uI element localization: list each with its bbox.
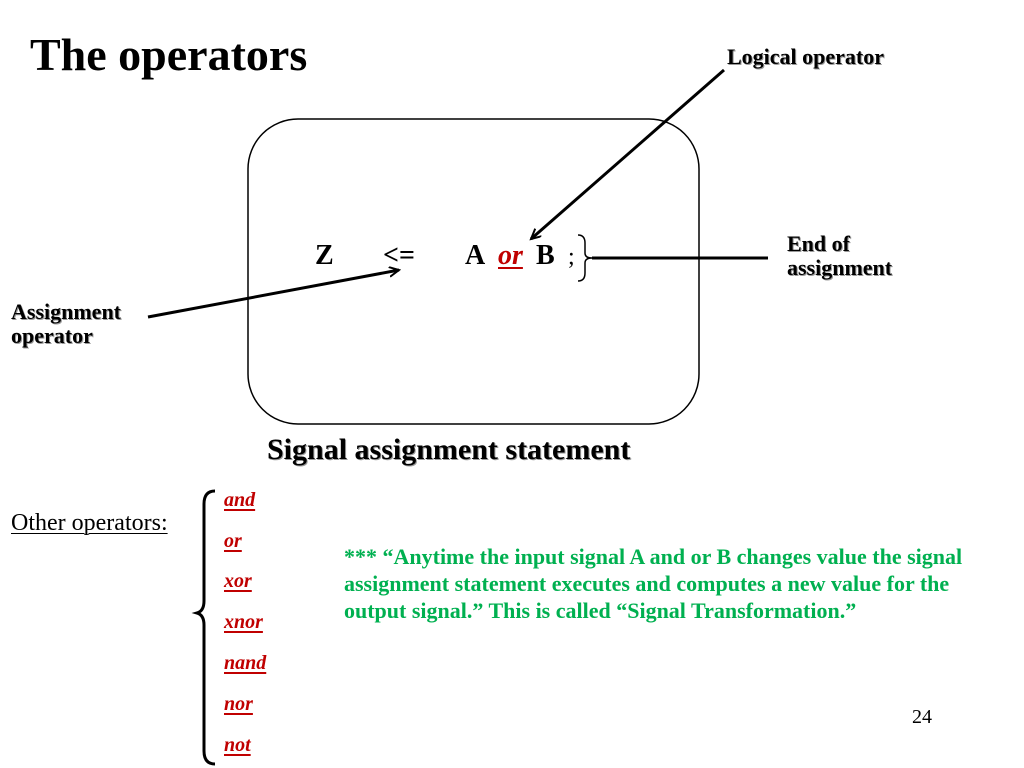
operator-item-or: or: [224, 530, 242, 552]
statement-box: [247, 118, 700, 425]
operators-brace: [191, 489, 216, 766]
operator-item-and: and: [224, 489, 256, 511]
statement-terminator: ;: [568, 244, 575, 270]
assignment-operator-line-2: operator: [11, 323, 93, 348]
assignment-operator-label: Assignment operator: [11, 300, 121, 348]
diagram-caption: Signal assignment statement: [267, 433, 631, 466]
logical-operator-label: Logical operator: [727, 44, 885, 69]
operator-item-not: not: [224, 734, 251, 756]
end-bracket: [577, 234, 593, 282]
end-of-assignment-line-1: End of: [787, 231, 850, 256]
page-number: 24: [912, 706, 932, 728]
operator-item-xnor: xnor: [224, 611, 263, 633]
assignment-operator-line-1: Assignment: [11, 299, 122, 324]
assignment-operator-arrow: [147, 270, 399, 319]
end-of-assignment-label: End of assignment: [787, 232, 892, 280]
statement-operand-a: A: [465, 240, 486, 271]
end-of-assignment-line-2: assignment: [787, 255, 893, 280]
operator-item-nand: nand: [224, 652, 267, 674]
statement-target: Z: [315, 240, 334, 271]
statement-operand-b: B: [536, 240, 555, 271]
signal-transformation-note: *** “Anytime the input signal A and or B…: [344, 544, 963, 623]
statement-assign-op: <=: [383, 240, 415, 271]
slide-title: The operators: [30, 29, 308, 80]
operator-item-nor: nor: [224, 693, 253, 715]
operator-item-xor: xor: [224, 570, 252, 592]
other-operators-label: Other operators:: [11, 510, 168, 536]
statement-logic-op: or: [498, 240, 523, 271]
logical-operator-arrow: [531, 68, 725, 239]
